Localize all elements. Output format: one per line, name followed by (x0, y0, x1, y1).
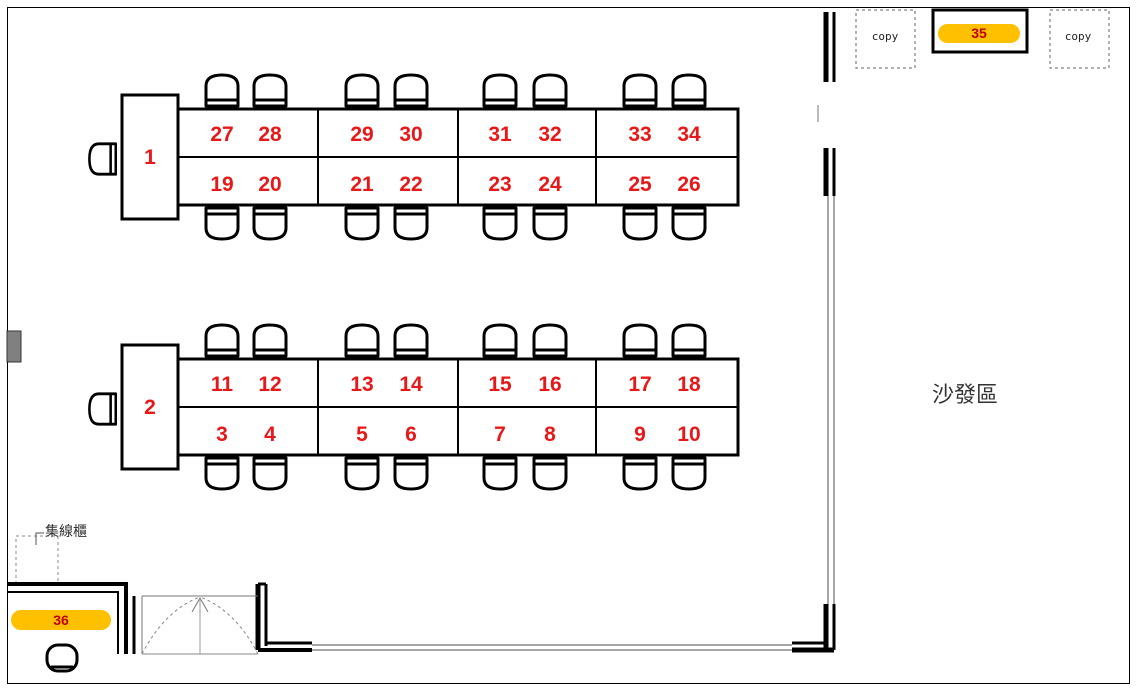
chair-6 (393, 456, 429, 491)
chair-4 (252, 456, 288, 491)
chair-18 (671, 323, 707, 358)
seat-36-badge[interactable] (11, 610, 111, 630)
seat-3-label[interactable]: 3 (216, 423, 228, 446)
chair-22 (393, 206, 429, 241)
seat-33-label[interactable]: 33 (628, 123, 651, 146)
seat-21-label[interactable]: 21 (350, 173, 374, 196)
chair-14 (393, 323, 429, 358)
seat-26-label[interactable]: 26 (677, 173, 700, 196)
chair-10 (671, 456, 707, 491)
chair-15 (482, 323, 518, 358)
seat-5-label[interactable]: 5 (356, 423, 368, 446)
chair-26 (671, 206, 707, 241)
cable-cabinet-label: 集線櫃 (45, 523, 87, 540)
chair-21 (344, 206, 380, 241)
seat-6-label[interactable]: 6 (405, 423, 417, 446)
chair-2 (87, 392, 118, 426)
seat-29-label[interactable]: 29 (350, 123, 373, 146)
chair-28 (252, 73, 288, 108)
sofa-area-label: 沙發區 (932, 383, 998, 408)
lower-seating-block: 2 11 12 13 14 15 16 17 18 3 4 5 6 7 8 9 10 (87, 323, 740, 491)
seat-10-label[interactable]: 10 (677, 423, 700, 446)
seat-28-label[interactable]: 28 (258, 123, 282, 146)
seat-24-label[interactable]: 24 (538, 173, 562, 196)
bottom-wall (255, 582, 834, 653)
chair-11 (204, 323, 240, 358)
chair-1 (87, 142, 118, 176)
seat-35-badge[interactable] (938, 24, 1020, 43)
seat-14-label[interactable]: 14 (399, 373, 423, 396)
seat-1-label[interactable]: 1 (144, 146, 156, 169)
chair-8 (532, 456, 568, 491)
chair-20 (252, 206, 288, 241)
copy-label-right: copy (1065, 30, 1092, 43)
chair-34 (671, 73, 707, 108)
seat-17-label[interactable]: 17 (628, 373, 651, 396)
seat-8-label[interactable]: 8 (544, 423, 556, 446)
seat-23-label[interactable]: 23 (488, 173, 511, 196)
cable-cabinet (15, 532, 59, 585)
chair-5 (344, 456, 380, 491)
chair-36 (45, 643, 79, 673)
copy-area-left (855, 9, 916, 69)
chair-17 (622, 323, 658, 358)
seat-9-label[interactable]: 9 (634, 423, 646, 446)
chair-3 (204, 456, 240, 491)
copy-area-right (1049, 9, 1110, 69)
seat-34-label[interactable]: 34 (677, 123, 701, 146)
chair-31 (482, 73, 518, 108)
chair-27 (204, 73, 240, 108)
entrance-door (124, 588, 259, 655)
seat-4-label[interactable]: 4 (264, 423, 276, 446)
chair-24 (532, 206, 568, 241)
seat-35-label: 35 (971, 25, 987, 41)
seat-16-label[interactable]: 16 (538, 373, 561, 396)
chair-23 (482, 206, 518, 241)
upper-seating-block: 1 27 28 29 30 31 32 33 34 19 20 21 22 23 24 25 26 (87, 73, 740, 241)
chair-33 (622, 73, 658, 108)
partition-wall (817, 12, 836, 650)
chair-32 (532, 73, 568, 108)
seat-11-label[interactable]: 11 (211, 373, 234, 396)
seat-36-label: 36 (53, 612, 69, 628)
seat-15-label[interactable]: 15 (488, 373, 512, 396)
seat-30-label[interactable]: 30 (399, 123, 422, 146)
chair-7 (482, 456, 518, 491)
seat-18-label[interactable]: 18 (677, 373, 701, 396)
seat-2-label[interactable]: 2 (144, 396, 156, 419)
desk-36-inner (7, 591, 119, 654)
seat-32-label[interactable]: 32 (538, 123, 561, 146)
seat-13-label[interactable]: 13 (350, 373, 373, 396)
chair-9 (622, 456, 658, 491)
seat-20-label[interactable]: 20 (258, 173, 281, 196)
chair-12 (252, 323, 288, 358)
chair-19 (204, 206, 240, 241)
copy-label-left: copy (872, 30, 899, 43)
seat-31-label[interactable]: 31 (488, 123, 512, 146)
chair-30 (393, 73, 429, 108)
desk-36 (7, 582, 128, 654)
chair-29 (344, 73, 380, 108)
chair-16 (532, 323, 568, 358)
wall-marker (6, 330, 22, 363)
seat-27-label[interactable]: 27 (210, 123, 233, 146)
seat-19-label[interactable]: 19 (210, 173, 233, 196)
seat-7-label[interactable]: 7 (494, 423, 506, 446)
chair-13 (344, 323, 380, 358)
seat-25-label[interactable]: 25 (628, 173, 652, 196)
seat-22-label[interactable]: 22 (399, 173, 422, 196)
chair-25 (622, 206, 658, 241)
seat-12-label[interactable]: 12 (258, 373, 281, 396)
front-desk-1 (120, 93, 180, 221)
